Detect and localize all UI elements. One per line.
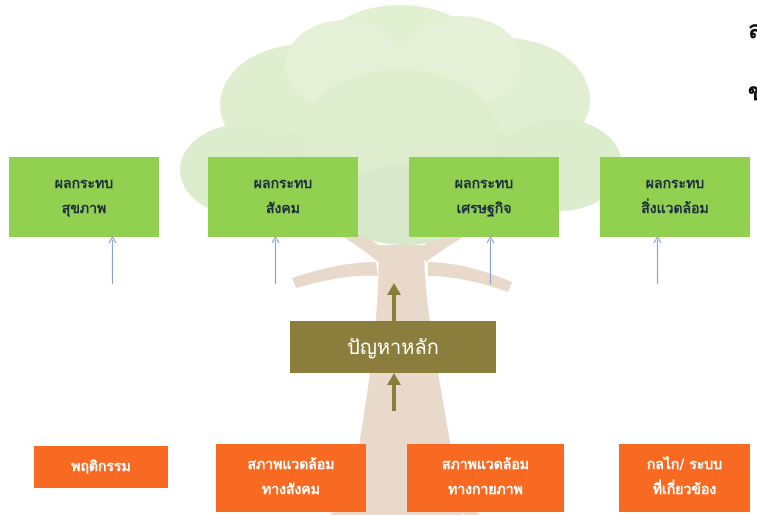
cause-box-social-environment-line2: ทางสังคม (262, 482, 320, 498)
impact-box-social-line1: ผลกระทบ (253, 176, 313, 192)
cause-box-social-environment: สภาพแวดล้อม ทางสังคม (216, 444, 366, 512)
cause-box-physical-environment: สภาพแวดล้อม ทางกายภาพ (407, 444, 564, 512)
cause-box-behavior: พฤติกรรม (34, 446, 168, 488)
cause-box-physical-environment-line1: สภาพแวดล้อม (441, 457, 530, 473)
cause-box-physical-environment-line2: ทางกายภาพ (448, 482, 523, 498)
cut-off-text-1: ล (748, 15, 757, 44)
cause-box-behavior-line1: พฤติกรรม (71, 458, 131, 475)
impact-box-environment-line2: สิ่งแวดล้อม (641, 201, 709, 217)
core-problem-box: ปัญหาหลัก (290, 321, 496, 373)
impact-box-social-line2: สังคม (266, 201, 300, 217)
cause-box-mechanism-system-line2: ที่เกี่ยวข้อง (652, 482, 717, 498)
arrow-to-impact-environment (653, 236, 662, 284)
cause-box-mechanism-system: กลไก/ ระบบ ที่เกี่ยวข้อง (619, 444, 750, 512)
impact-box-health-line1: ผลกระทบ (54, 176, 114, 192)
impact-box-economic-line1: ผลกระทบ (454, 176, 514, 192)
impact-box-environment: ผลกระทบ สิ่งแวดล้อม (600, 157, 750, 237)
impact-box-economic-line2: เศรษฐกิจ (456, 201, 512, 217)
impact-box-health-line2: สุขภาพ (61, 201, 107, 217)
arrow-to-impact-economic (486, 236, 495, 284)
cause-box-social-environment-line1: สภาพแวดล้อม (247, 457, 335, 473)
impact-box-social: ผลกระทบ สังคม (208, 157, 358, 237)
cause-box-mechanism-system-line1: กลไก/ ระบบ (646, 457, 723, 473)
arrow-causes-to-core (387, 373, 401, 411)
arrow-core-to-impacts (387, 283, 401, 321)
core-problem-label: ปัญหาหลัก (347, 334, 439, 359)
arrow-to-impact-social (271, 236, 280, 284)
impact-box-health: ผลกระทบ สุขภาพ (9, 157, 159, 237)
arrow-to-impact-health (108, 236, 117, 284)
impact-box-environment-line1: ผลกระทบ (645, 176, 705, 192)
cut-off-text-2: ข (748, 77, 757, 106)
impact-box-economic: ผลกระทบ เศรษฐกิจ (409, 157, 559, 237)
